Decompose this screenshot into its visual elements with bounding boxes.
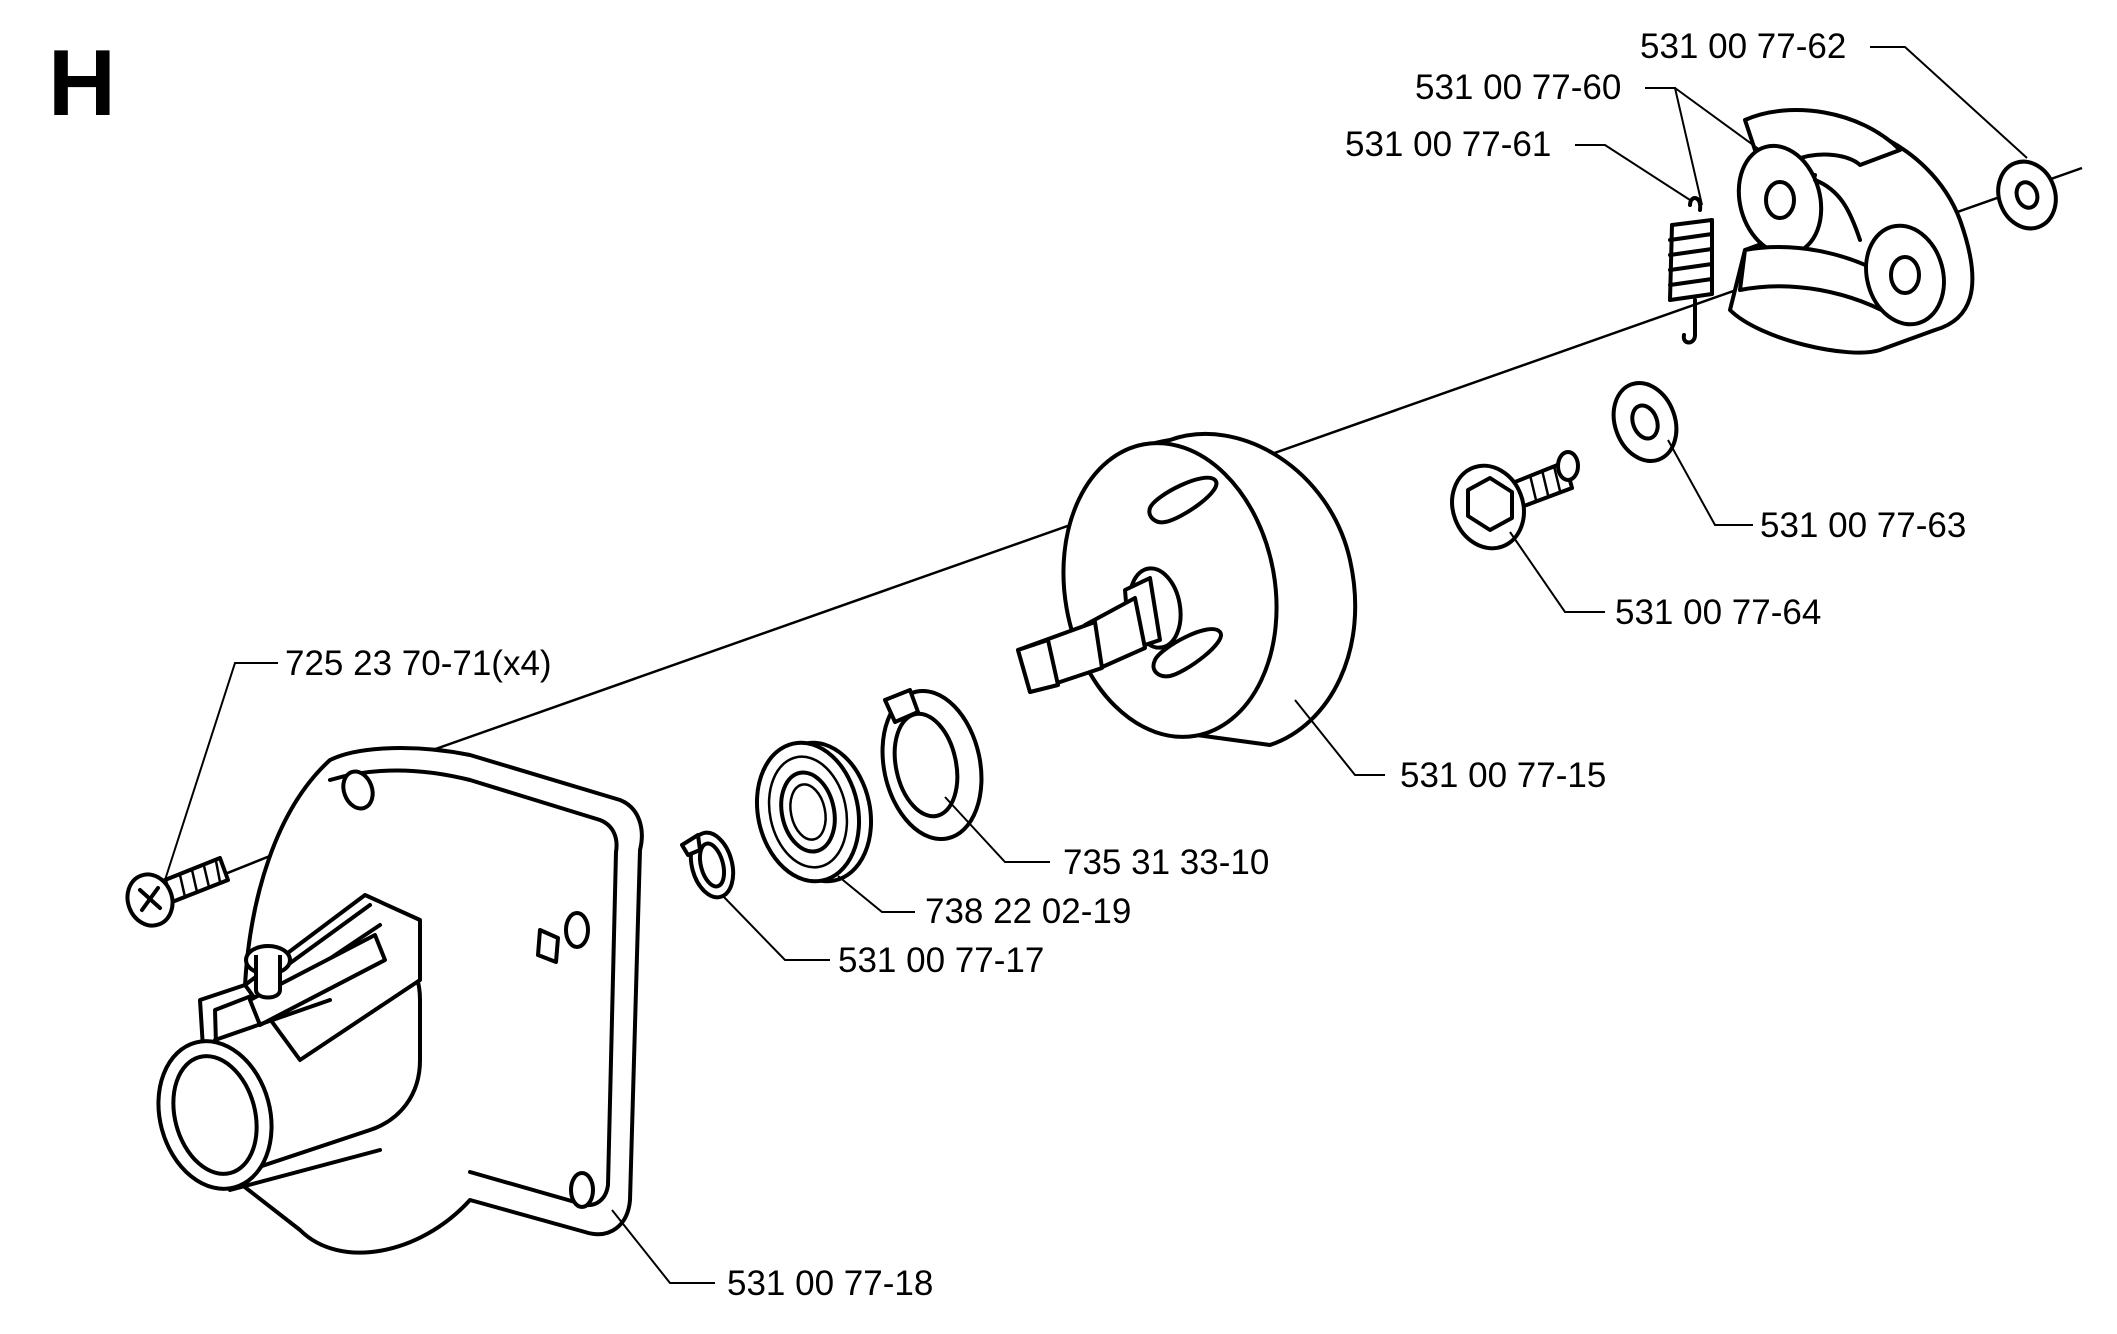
part-label-531-00-77-63: 531 00 77-63	[1760, 506, 1966, 545]
section-letter: H	[48, 30, 116, 135]
clutch-shoes	[1728, 108, 1975, 355]
part-label-531-00-77-64: 531 00 77-64	[1615, 593, 1821, 632]
washer-62	[1996, 159, 2058, 231]
clutch-housing	[156, 746, 644, 1255]
circlip	[680, 830, 736, 900]
housing-screw	[125, 856, 230, 928]
part-label-531-00-77-18: 531 00 77-18	[727, 1264, 933, 1303]
part-label-531-00-77-15: 531 00 77-15	[1400, 756, 1606, 795]
part-label-735-31-33-10: 735 31 33-10	[1063, 843, 1269, 882]
part-label-725-23-70-71: 725 23 70-71(x4)	[285, 644, 552, 683]
snap-ring	[880, 688, 984, 842]
part-label-531-00-77-62: 531 00 77-62	[1640, 27, 1846, 66]
part-label-531-00-77-17: 531 00 77-17	[838, 941, 1044, 980]
part-label-738-22-02-19: 738 22 02-19	[925, 892, 1131, 931]
part-labels: 531 00 77-62 531 00 77-60 531 00 77-61 5…	[285, 27, 1966, 1303]
part-label-531-00-77-60: 531 00 77-60	[1415, 68, 1621, 107]
leader-lines	[164, 46, 2028, 1284]
bearing	[754, 740, 874, 884]
shoulder-bolt	[1450, 450, 1580, 551]
washer-63	[1611, 381, 1679, 463]
clutch-drum	[1016, 431, 1358, 747]
part-label-531-00-77-61: 531 00 77-61	[1345, 125, 1551, 164]
clutch-spring	[1668, 196, 1714, 345]
